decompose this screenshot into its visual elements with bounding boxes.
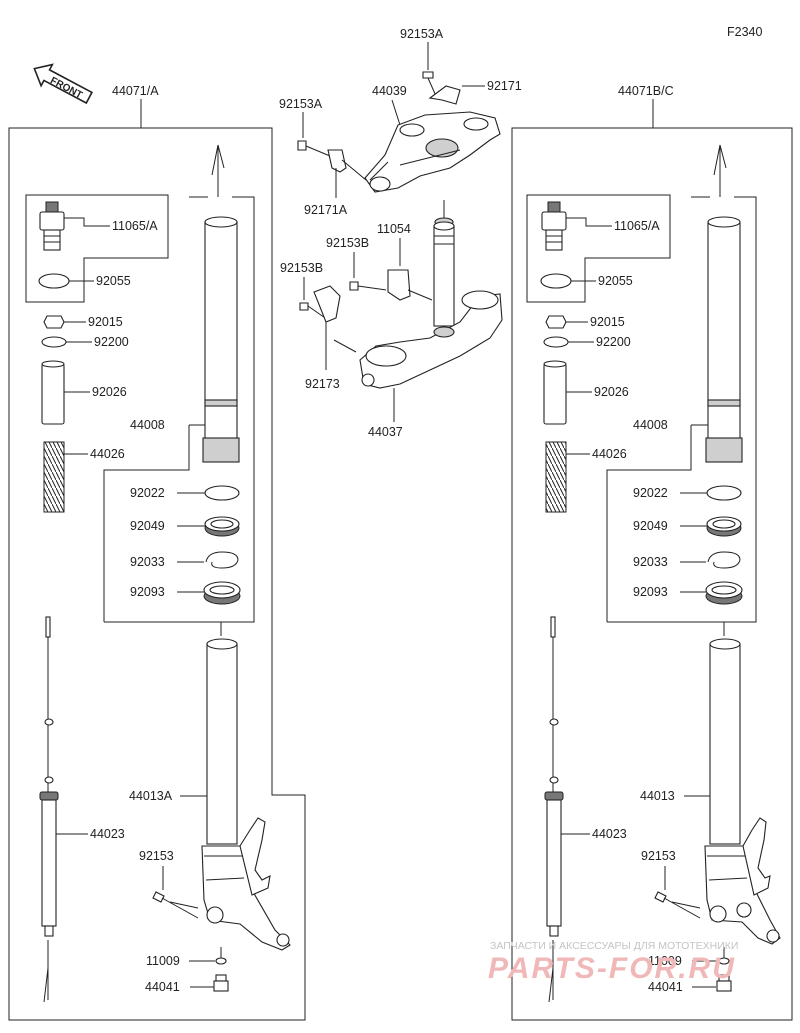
label-right-damper[interactable]: 44023 xyxy=(592,827,627,841)
label-right-tube[interactable]: 44008 xyxy=(633,418,668,432)
right-bolt[interactable] xyxy=(654,891,701,919)
right-seal[interactable] xyxy=(706,516,742,537)
right-fork-cap[interactable] xyxy=(541,201,567,251)
right-dust-seal[interactable] xyxy=(705,581,743,605)
left-outer-tube[interactable] xyxy=(201,622,291,951)
label-left-assembly[interactable]: 44071/A xyxy=(112,84,159,98)
right-ring[interactable] xyxy=(706,485,742,501)
left-clip[interactable] xyxy=(205,551,239,569)
right-damper[interactable] xyxy=(544,616,564,937)
top-clamp[interactable] xyxy=(428,85,461,105)
front-arrow-icon: FRONT xyxy=(33,63,94,105)
label-left-spring[interactable]: 44026 xyxy=(90,447,125,461)
right-collar[interactable] xyxy=(543,360,567,425)
right-drain-bolt[interactable] xyxy=(716,974,732,992)
label-right-seal[interactable]: 92049 xyxy=(633,519,668,533)
label-right-gasket[interactable]: 11009 xyxy=(648,954,682,968)
right-oring[interactable] xyxy=(540,273,572,289)
label-left-ring[interactable]: 92022 xyxy=(130,486,165,500)
left-fork-assembly: 44071/A 11065/A 92055 92015 92200 xyxy=(8,84,306,1021)
left-oring[interactable] xyxy=(38,273,70,289)
label-side-clamp-a[interactable]: 92171A xyxy=(304,203,348,217)
lower-bracket[interactable] xyxy=(359,290,503,389)
label-right-clip[interactable]: 92033 xyxy=(633,555,668,569)
label-left-gasket[interactable]: 11009 xyxy=(146,954,180,968)
label-upper-bracket[interactable]: 44039 xyxy=(372,84,407,98)
right-fork-assembly: 44071B/C 11065/A 92055 92015 92200 92026 xyxy=(511,84,793,1021)
top-bolt-a[interactable] xyxy=(422,71,437,97)
stem-bolt-b[interactable] xyxy=(349,281,387,291)
label-stem-bolt-b[interactable]: 92153B xyxy=(326,236,369,250)
right-outer-tube[interactable] xyxy=(704,622,781,945)
label-left-drain-bolt[interactable]: 44041 xyxy=(145,980,180,994)
label-left-bolt[interactable]: 92153 xyxy=(139,849,174,863)
left-inner-tube[interactable] xyxy=(202,216,240,463)
right-washer[interactable] xyxy=(543,336,569,348)
upper-bracket[interactable] xyxy=(364,111,501,193)
label-lower-bracket[interactable]: 44037 xyxy=(368,425,403,439)
label-left-oring[interactable]: 92055 xyxy=(96,274,131,288)
label-right-ring[interactable]: 92022 xyxy=(633,486,668,500)
right-inner-tube[interactable] xyxy=(705,216,743,463)
label-left-seal[interactable]: 92049 xyxy=(130,519,165,533)
right-nut[interactable] xyxy=(545,315,567,329)
label-right-assembly[interactable]: 44071B/C xyxy=(618,84,674,98)
label-left-clip[interactable]: 92033 xyxy=(130,555,165,569)
label-left-collar[interactable]: 92026 xyxy=(92,385,127,399)
watermark-line1: ЗАПЧАСТИ И АКСЕССУАРЫ ДЛЯ МОТОТЕХНИКИ xyxy=(490,940,738,952)
label-lower-clamp[interactable]: 92173 xyxy=(305,377,340,391)
right-clip[interactable] xyxy=(707,551,741,569)
left-collar[interactable] xyxy=(41,360,65,425)
label-right-bolt[interactable]: 92153 xyxy=(641,849,676,863)
left-gasket[interactable] xyxy=(215,957,227,965)
label-left-tube[interactable]: 44008 xyxy=(130,418,165,432)
label-right-outer-tube[interactable]: 44013 xyxy=(640,789,675,803)
label-left-nut[interactable]: 92015 xyxy=(88,315,123,329)
label-top-bolt-a[interactable]: 92153A xyxy=(400,27,444,41)
label-right-cap[interactable]: 11065/A xyxy=(614,219,660,233)
left-dust-seal[interactable] xyxy=(203,581,241,605)
label-left-washer[interactable]: 92200 xyxy=(94,335,129,349)
label-side-bolt-a[interactable]: 92153A xyxy=(279,97,323,111)
label-right-collar[interactable]: 92026 xyxy=(594,385,629,399)
watermark-line2: PARTS-FOR.RU xyxy=(488,952,736,985)
label-right-spring[interactable]: 44026 xyxy=(592,447,627,461)
label-right-nut[interactable]: 92015 xyxy=(590,315,625,329)
steering-stem[interactable] xyxy=(433,200,455,327)
left-nut[interactable] xyxy=(43,315,65,329)
left-ring[interactable] xyxy=(204,485,240,501)
left-washer[interactable] xyxy=(41,336,67,348)
left-drain-bolt[interactable] xyxy=(213,974,229,992)
lower-clamp[interactable] xyxy=(313,285,341,323)
side-bolt-a[interactable] xyxy=(297,140,331,157)
label-left-outer-tube[interactable]: 44013A xyxy=(129,789,173,803)
label-stem-bracket[interactable]: 11054 xyxy=(377,222,411,236)
right-spring[interactable] xyxy=(545,441,567,513)
label-right-dust-seal[interactable]: 92093 xyxy=(633,585,668,599)
label-right-oring[interactable]: 92055 xyxy=(598,274,633,288)
label-left-damper[interactable]: 44023 xyxy=(90,827,125,841)
label-left-cap[interactable]: 11065/A xyxy=(112,219,158,233)
left-spring[interactable] xyxy=(43,441,65,513)
label-right-drain-bolt[interactable]: 44041 xyxy=(648,980,683,994)
figure-code: F2340 xyxy=(727,25,762,39)
left-damper[interactable] xyxy=(39,616,59,937)
label-top-clamp-a[interactable]: 92171 xyxy=(487,79,522,93)
left-bolt[interactable] xyxy=(152,891,199,919)
watermark: ЗАПЧАСТИ И АКСЕССУАРЫ ДЛЯ МОТОТЕХНИКИ PA… xyxy=(488,940,738,985)
left-fork-cap[interactable] xyxy=(39,201,65,251)
center-assembly: 92153A 92171 44039 92153A xyxy=(279,27,522,439)
label-left-dust-seal[interactable]: 92093 xyxy=(130,585,165,599)
label-lower-bolt-b[interactable]: 92153B xyxy=(280,261,323,275)
side-clamp[interactable] xyxy=(327,149,347,173)
left-seal[interactable] xyxy=(204,516,240,537)
label-right-washer[interactable]: 92200 xyxy=(596,335,631,349)
stem-bracket[interactable] xyxy=(387,269,411,301)
